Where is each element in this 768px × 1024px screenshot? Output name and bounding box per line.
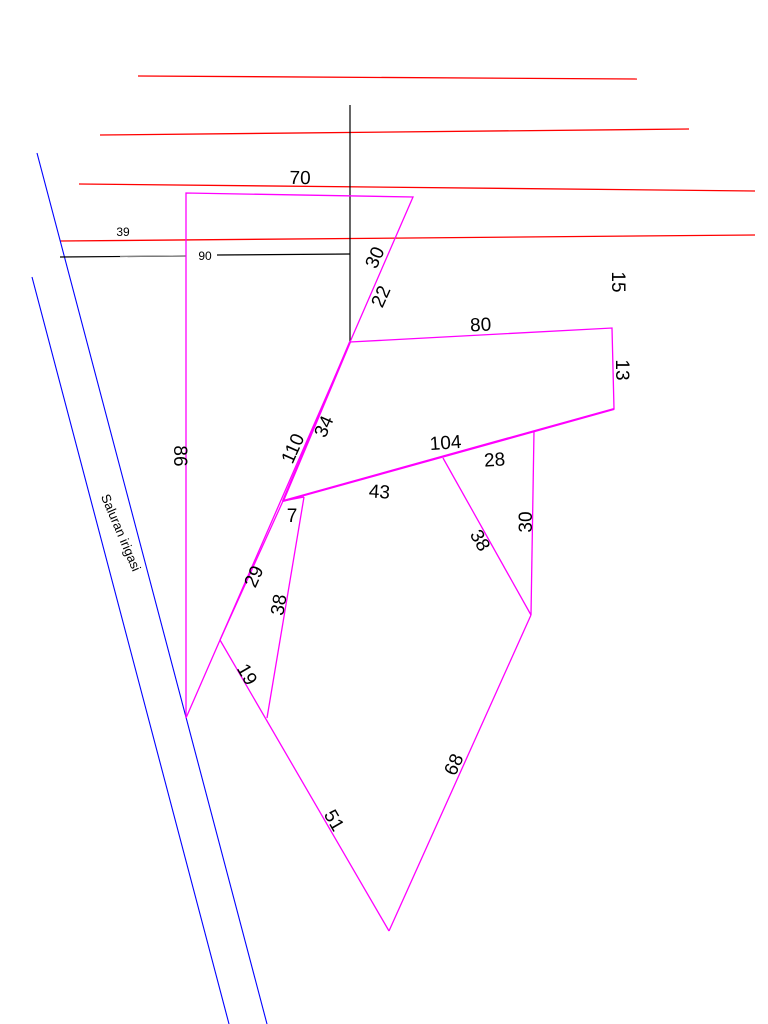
label-cross-segment-right: 28 [483, 449, 506, 471]
road-line-3 [78, 183, 756, 192]
label-lower-short: 19 [232, 660, 261, 689]
measurement-labels: 70 39 90 30 22 15 80 13 110 34 86 104 28… [116, 168, 632, 835]
label-small-edge: 7 [287, 506, 298, 527]
label-cross-line: 104 [429, 432, 463, 455]
edge-small [282, 496, 305, 502]
edge-bottom-left [219, 639, 390, 932]
edge-inner-diagonal [442, 457, 532, 616]
label-inner-diagonal: 38 [465, 526, 494, 555]
label-wing-right: 13 [611, 359, 632, 380]
canal-bank-east [36, 152, 268, 1024]
baseline-gray-segment [119, 255, 187, 258]
label-left-offset: 39 [116, 225, 130, 239]
label-bottom-left-edge: 51 [319, 806, 348, 835]
edge-lower-inner [266, 496, 305, 719]
label-cross-segment-left: 43 [368, 481, 391, 503]
label-upper-diagonal-a: 30 [362, 244, 390, 272]
label-west-edge: 86 [169, 445, 190, 466]
parcel-wing [281, 327, 615, 502]
edge-wing-lower [282, 407, 615, 503]
edge-long-diagonal [281, 341, 352, 502]
road-line-2 [99, 128, 690, 136]
label-upper-diagonal-b: 22 [368, 283, 396, 311]
parcel-boundaries [185, 192, 615, 932]
canal-bank-west [31, 276, 230, 1024]
label-lower-inner-line: 38 [267, 593, 291, 617]
edge-bottom-right [388, 614, 532, 932]
reference-lines [59, 105, 351, 342]
road-lines [59, 75, 756, 242]
edge-inner-right [530, 430, 535, 616]
road-line-4 [59, 234, 756, 242]
baseline-label-gap [187, 246, 216, 264]
label-baseline: 90 [198, 249, 212, 263]
irrigation-canal [31, 152, 268, 1024]
label-top-edge: 70 [289, 168, 311, 189]
baseline-right [216, 253, 351, 256]
edge-lower-left [219, 500, 284, 641]
label-diagonal-inner: 34 [311, 412, 339, 440]
label-wing-top: 80 [470, 314, 492, 336]
road-line-1 [137, 75, 638, 80]
label-right-offset: 15 [607, 271, 628, 292]
label-inner-right-vertical: 30 [516, 511, 537, 532]
label-long-diagonal: 110 [278, 431, 310, 467]
label-bottom-right-edge: 68 [441, 751, 469, 779]
